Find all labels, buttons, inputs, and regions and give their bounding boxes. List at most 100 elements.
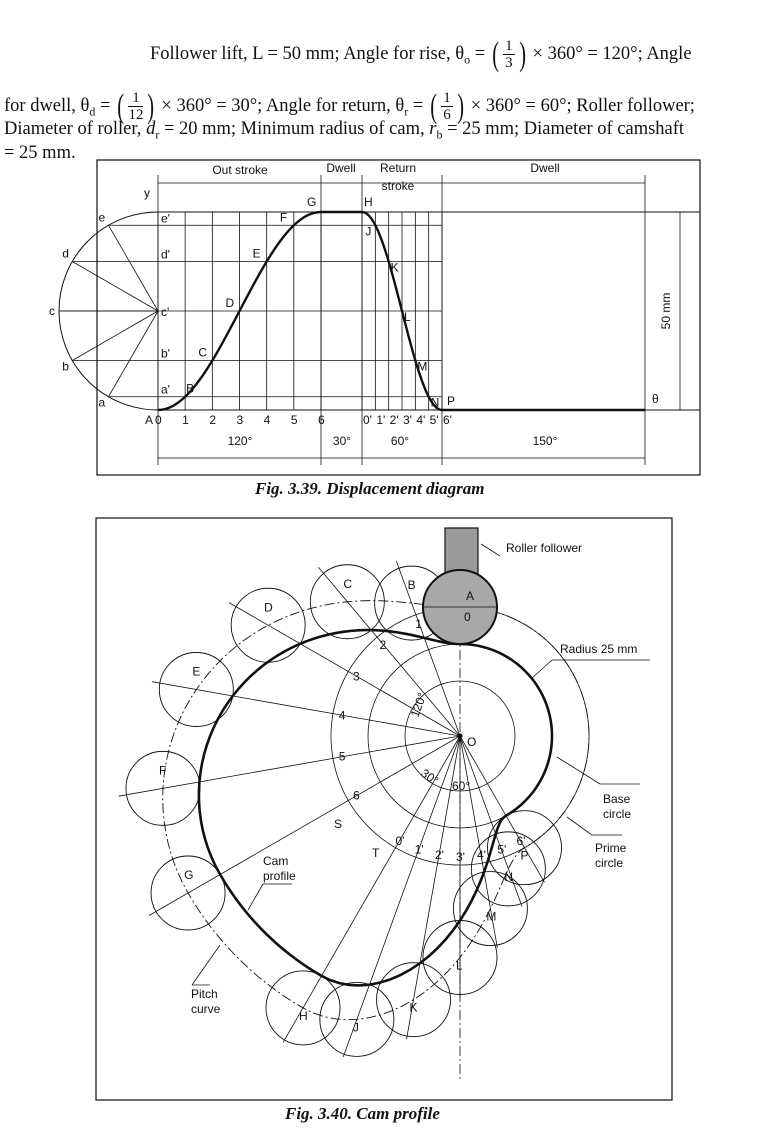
semicircle-radius — [108, 310, 159, 397]
denominator: 3 — [505, 55, 513, 71]
rise-point-label: D — [226, 296, 235, 310]
circle-point-label: c — [49, 304, 55, 318]
return-point-label: M — [417, 360, 427, 374]
base-circle-label: Base — [603, 792, 631, 806]
given-data-line-1: Follower lift, L = 50 mm; Angle for rise… — [150, 35, 692, 73]
division-mark: 2' — [435, 848, 444, 862]
roller-label: D — [264, 600, 273, 614]
roller-position — [309, 564, 385, 640]
return-point-label: K — [391, 261, 399, 275]
rise-tick-label: 0 — [155, 413, 162, 427]
circle-point-label: d — [62, 247, 69, 261]
roller-position — [487, 810, 562, 886]
subscript: d — [89, 104, 96, 119]
paren: ) — [518, 35, 526, 73]
fig1-caption: Fig. 3.39. Displacement diagram — [255, 479, 485, 498]
subscript: b — [436, 127, 443, 142]
pitch-curve-label: curve — [191, 1002, 221, 1016]
theta-label: θ — [652, 392, 659, 406]
paren: ( — [430, 87, 437, 125]
roller-position — [376, 962, 451, 1038]
text: = 20 mm; Minimum radius of cam, — [159, 119, 430, 139]
text: × 360° = 30°; Angle for return, θ — [156, 95, 405, 116]
header-out-stroke: Out stroke — [212, 163, 268, 177]
return-tick-label: 3' — [403, 413, 412, 427]
paren: ) — [457, 87, 464, 125]
base-circle-label: circle — [603, 807, 631, 821]
pitch-curve — [162, 600, 590, 1021]
division-mark: 1 — [415, 617, 422, 631]
roller-position — [158, 652, 234, 727]
roller-position — [452, 871, 528, 947]
division-mark: 6' — [517, 834, 526, 848]
return-tick-label: 6' — [443, 413, 452, 427]
rise-tick-label: 4 — [264, 413, 271, 427]
angle-label: 120° — [228, 434, 253, 448]
rise-point-label: F — [280, 210, 287, 224]
angle-60-label: 60° — [452, 779, 470, 793]
s-label: S — [334, 817, 342, 831]
t-label: T — [372, 846, 380, 860]
paren: ( — [492, 35, 499, 73]
roller-label: M — [486, 910, 496, 924]
rise-tick-label: 1 — [182, 413, 189, 427]
cam-profile — [197, 628, 554, 987]
return-tick-label: 4' — [416, 413, 425, 427]
radial-line — [148, 735, 461, 916]
roller-position — [265, 970, 341, 1046]
header-return: Return — [380, 161, 416, 175]
subscript: r — [404, 104, 409, 119]
division-mark: 3 — [353, 670, 360, 684]
text: = — [470, 43, 490, 64]
rise-tick-label: 3 — [237, 413, 244, 427]
header-dwell: Dwell — [326, 161, 355, 175]
denominator: 6 — [443, 107, 451, 123]
paren: ( — [117, 87, 125, 125]
roller-label: C — [343, 577, 352, 591]
prime-circle-label: circle — [595, 856, 623, 870]
semicircle-radius — [72, 261, 159, 312]
text: × 360° = 60°; Roller follower; — [466, 95, 695, 116]
pitch-curve-label: Pitch — [191, 987, 218, 1001]
radial-line — [459, 735, 523, 907]
roller-label: P — [521, 849, 529, 863]
roller-label: E — [192, 665, 200, 679]
roller-label: H — [299, 1009, 308, 1023]
prime-circle-label: Prime — [595, 841, 627, 855]
radial-line — [406, 735, 461, 1040]
division-mark: 1' — [415, 843, 424, 857]
cam-profile-label: profile — [263, 869, 296, 883]
given-data-line-4: = 25 mm. — [4, 143, 76, 163]
radius-label: Radius 25 mm — [560, 642, 637, 656]
var: d — [146, 119, 156, 139]
subscript: o — [464, 52, 471, 67]
roller-follower-label: Roller follower — [506, 541, 582, 555]
origin-label: A — [145, 413, 153, 427]
header-dwell: Dwell — [530, 161, 559, 175]
circle-point-label: e — [99, 210, 106, 224]
angle-label: 30° — [333, 434, 351, 448]
return-tick-label: 1' — [376, 413, 385, 427]
text: × 360° = 120°; Angle — [527, 43, 692, 64]
numerator: 1 — [128, 90, 144, 107]
return-tick-label: 2' — [390, 413, 399, 427]
centre-label: O — [467, 735, 476, 749]
rise-tick-label: 5 — [291, 413, 298, 427]
division-mark: 4' — [477, 848, 486, 862]
radial-line — [459, 735, 498, 949]
angle-120-label: 120° — [408, 691, 430, 719]
lift-label: 50 mm — [659, 293, 673, 330]
given-data-line-3: Diameter of roller, dr = 20 mm; Minimum … — [4, 117, 684, 147]
rise-point-label: B — [186, 382, 194, 396]
angle-label: 150° — [533, 434, 558, 448]
level-label: b' — [161, 347, 170, 361]
circle-point-label: a — [99, 396, 106, 410]
circle-point-label: b — [62, 360, 69, 374]
division-mark: 0 — [464, 610, 471, 624]
roller-label: J — [353, 1020, 359, 1034]
var: r — [429, 119, 437, 139]
level-label: e' — [161, 211, 170, 225]
